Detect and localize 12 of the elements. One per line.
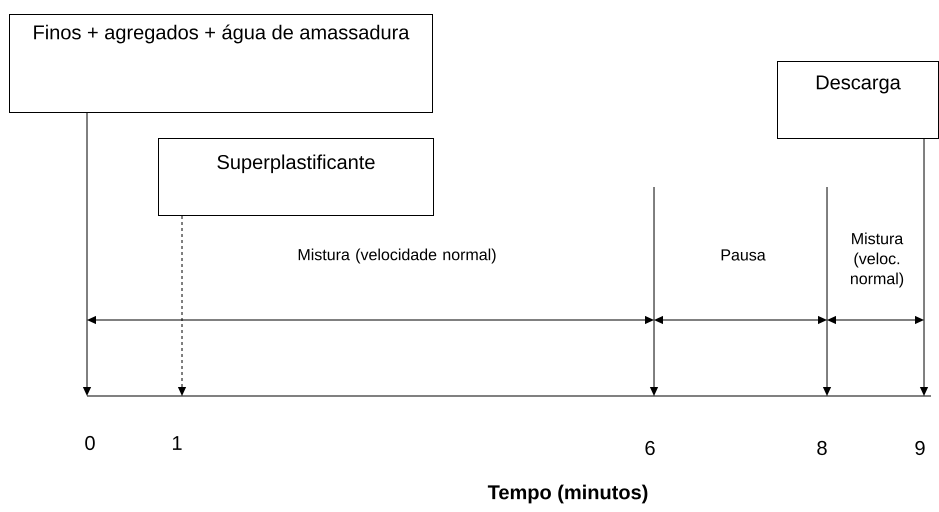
- tick-label: 0: [85, 436, 95, 450]
- tick-label: 6: [645, 440, 655, 456]
- tick-label: 8: [817, 440, 827, 456]
- step-box: Finos + agregados + água de amassadura: [9, 14, 433, 113]
- phase-label: Mistura (veloc. normal): [850, 232, 904, 288]
- step-box: Descarga: [777, 61, 939, 139]
- step-box: Superplastificante: [158, 138, 434, 216]
- tick-label: 1: [172, 436, 182, 450]
- phase-label: Mistura (velocidade normal): [298, 248, 496, 264]
- tick-label: 9: [915, 440, 925, 456]
- axis-title: Tempo (minutos): [488, 484, 648, 504]
- phase-label: Pausa: [722, 249, 766, 261]
